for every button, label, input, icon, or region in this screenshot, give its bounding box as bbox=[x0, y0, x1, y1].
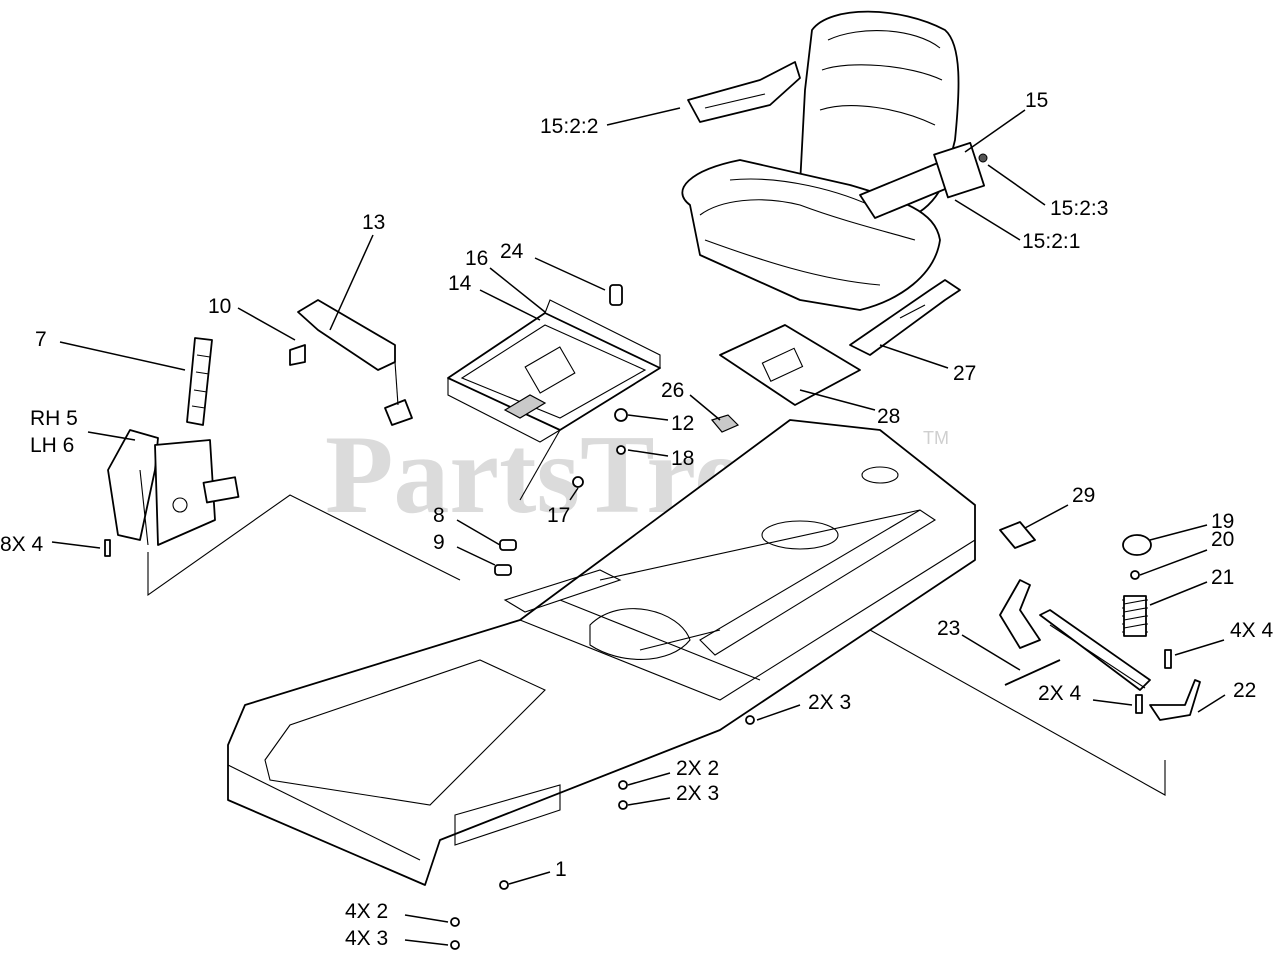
callout-12: 12 bbox=[671, 412, 694, 435]
nut-part-2x3b[interactable] bbox=[618, 800, 628, 810]
callout-19: 19 bbox=[1211, 510, 1234, 533]
callout-24: 24 bbox=[500, 240, 524, 263]
callout-15: 15 bbox=[1025, 89, 1048, 112]
pedal-arm-part[interactable] bbox=[1149, 679, 1201, 721]
bolt-part[interactable] bbox=[104, 539, 111, 557]
switch-pad-part[interactable] bbox=[999, 521, 1036, 549]
callout-28: 28 bbox=[877, 405, 900, 428]
callout-22: 22 bbox=[1233, 679, 1256, 702]
callout-14: 14 bbox=[448, 272, 472, 295]
callout-18: 18 bbox=[671, 447, 694, 470]
shim-part[interactable] bbox=[499, 539, 517, 551]
callout-26: 26 bbox=[661, 379, 684, 402]
callout-15-2-3: 15:2:3 bbox=[1050, 197, 1108, 220]
seat-switch-bracket-part[interactable] bbox=[289, 299, 413, 426]
callout-27: 27 bbox=[953, 362, 976, 385]
bolt-part-2x4[interactable] bbox=[1135, 694, 1143, 714]
shim-plate-part[interactable] bbox=[494, 564, 512, 576]
seat-bracket-part[interactable] bbox=[849, 279, 961, 356]
callout-13: 13 bbox=[362, 211, 385, 234]
callout-10: 10 bbox=[208, 295, 231, 318]
callout-2x4: 2X 4 bbox=[1038, 682, 1082, 705]
callout-2x3-bottom: 2X 3 bbox=[676, 782, 719, 805]
callout-4x2: 4X 2 bbox=[345, 900, 388, 923]
screw-part[interactable] bbox=[572, 476, 584, 488]
seat-part[interactable] bbox=[681, 10, 960, 311]
callout-21: 21 bbox=[1211, 566, 1234, 589]
callout-20: 20 bbox=[1211, 528, 1234, 551]
callout-17: 17 bbox=[547, 504, 570, 527]
control-lever-part[interactable] bbox=[104, 429, 240, 557]
callout-9: 9 bbox=[433, 531, 445, 554]
callout-23: 23 bbox=[937, 617, 960, 640]
callout-15-2-2: 15:2:2 bbox=[540, 115, 598, 138]
rod-part[interactable] bbox=[1004, 659, 1061, 686]
callout-4x3: 4X 3 bbox=[345, 927, 388, 950]
bolt-part-4x4[interactable] bbox=[1164, 649, 1172, 669]
washer-part-2x2[interactable] bbox=[618, 780, 628, 790]
nut-part[interactable] bbox=[614, 408, 628, 422]
callout-1: 1 bbox=[555, 858, 567, 881]
spring-part[interactable] bbox=[1122, 595, 1148, 637]
callout-29: 29 bbox=[1072, 484, 1095, 507]
right-armrest-part[interactable] bbox=[859, 141, 988, 219]
cap-part[interactable] bbox=[1122, 534, 1152, 556]
callout-4x4: 4X 4 bbox=[1230, 619, 1274, 642]
callout-2x2: 2X 2 bbox=[676, 757, 719, 780]
brake-linkage-part[interactable] bbox=[999, 579, 1151, 691]
retainer-part[interactable] bbox=[1130, 570, 1140, 580]
callout-rh5: RH 5 bbox=[30, 407, 78, 430]
left-armrest-part[interactable] bbox=[687, 61, 801, 123]
watermark-trademark: TM bbox=[923, 428, 949, 448]
nut-part-2x3[interactable] bbox=[745, 715, 755, 725]
bolt-part-1[interactable] bbox=[499, 880, 509, 890]
callout-8: 8 bbox=[433, 504, 445, 527]
frame-part[interactable] bbox=[227, 419, 976, 886]
callout-7: 7 bbox=[35, 328, 47, 351]
seat-plate-part[interactable] bbox=[447, 299, 661, 443]
handle-grip-part[interactable] bbox=[186, 337, 213, 426]
washer-part-4x2[interactable] bbox=[450, 917, 460, 927]
callout-lh6: LH 6 bbox=[30, 434, 74, 457]
spacer-part[interactable] bbox=[609, 284, 623, 306]
callout-2x3-top: 2X 3 bbox=[808, 691, 851, 714]
nut-part-4x3[interactable] bbox=[450, 940, 460, 950]
washer-part[interactable] bbox=[616, 445, 626, 455]
seat-pan-part[interactable] bbox=[719, 324, 861, 406]
callout-8x4: 8X 4 bbox=[0, 533, 44, 556]
callout-16: 16 bbox=[465, 247, 488, 270]
callout-15-2-1: 15:2:1 bbox=[1022, 230, 1080, 253]
